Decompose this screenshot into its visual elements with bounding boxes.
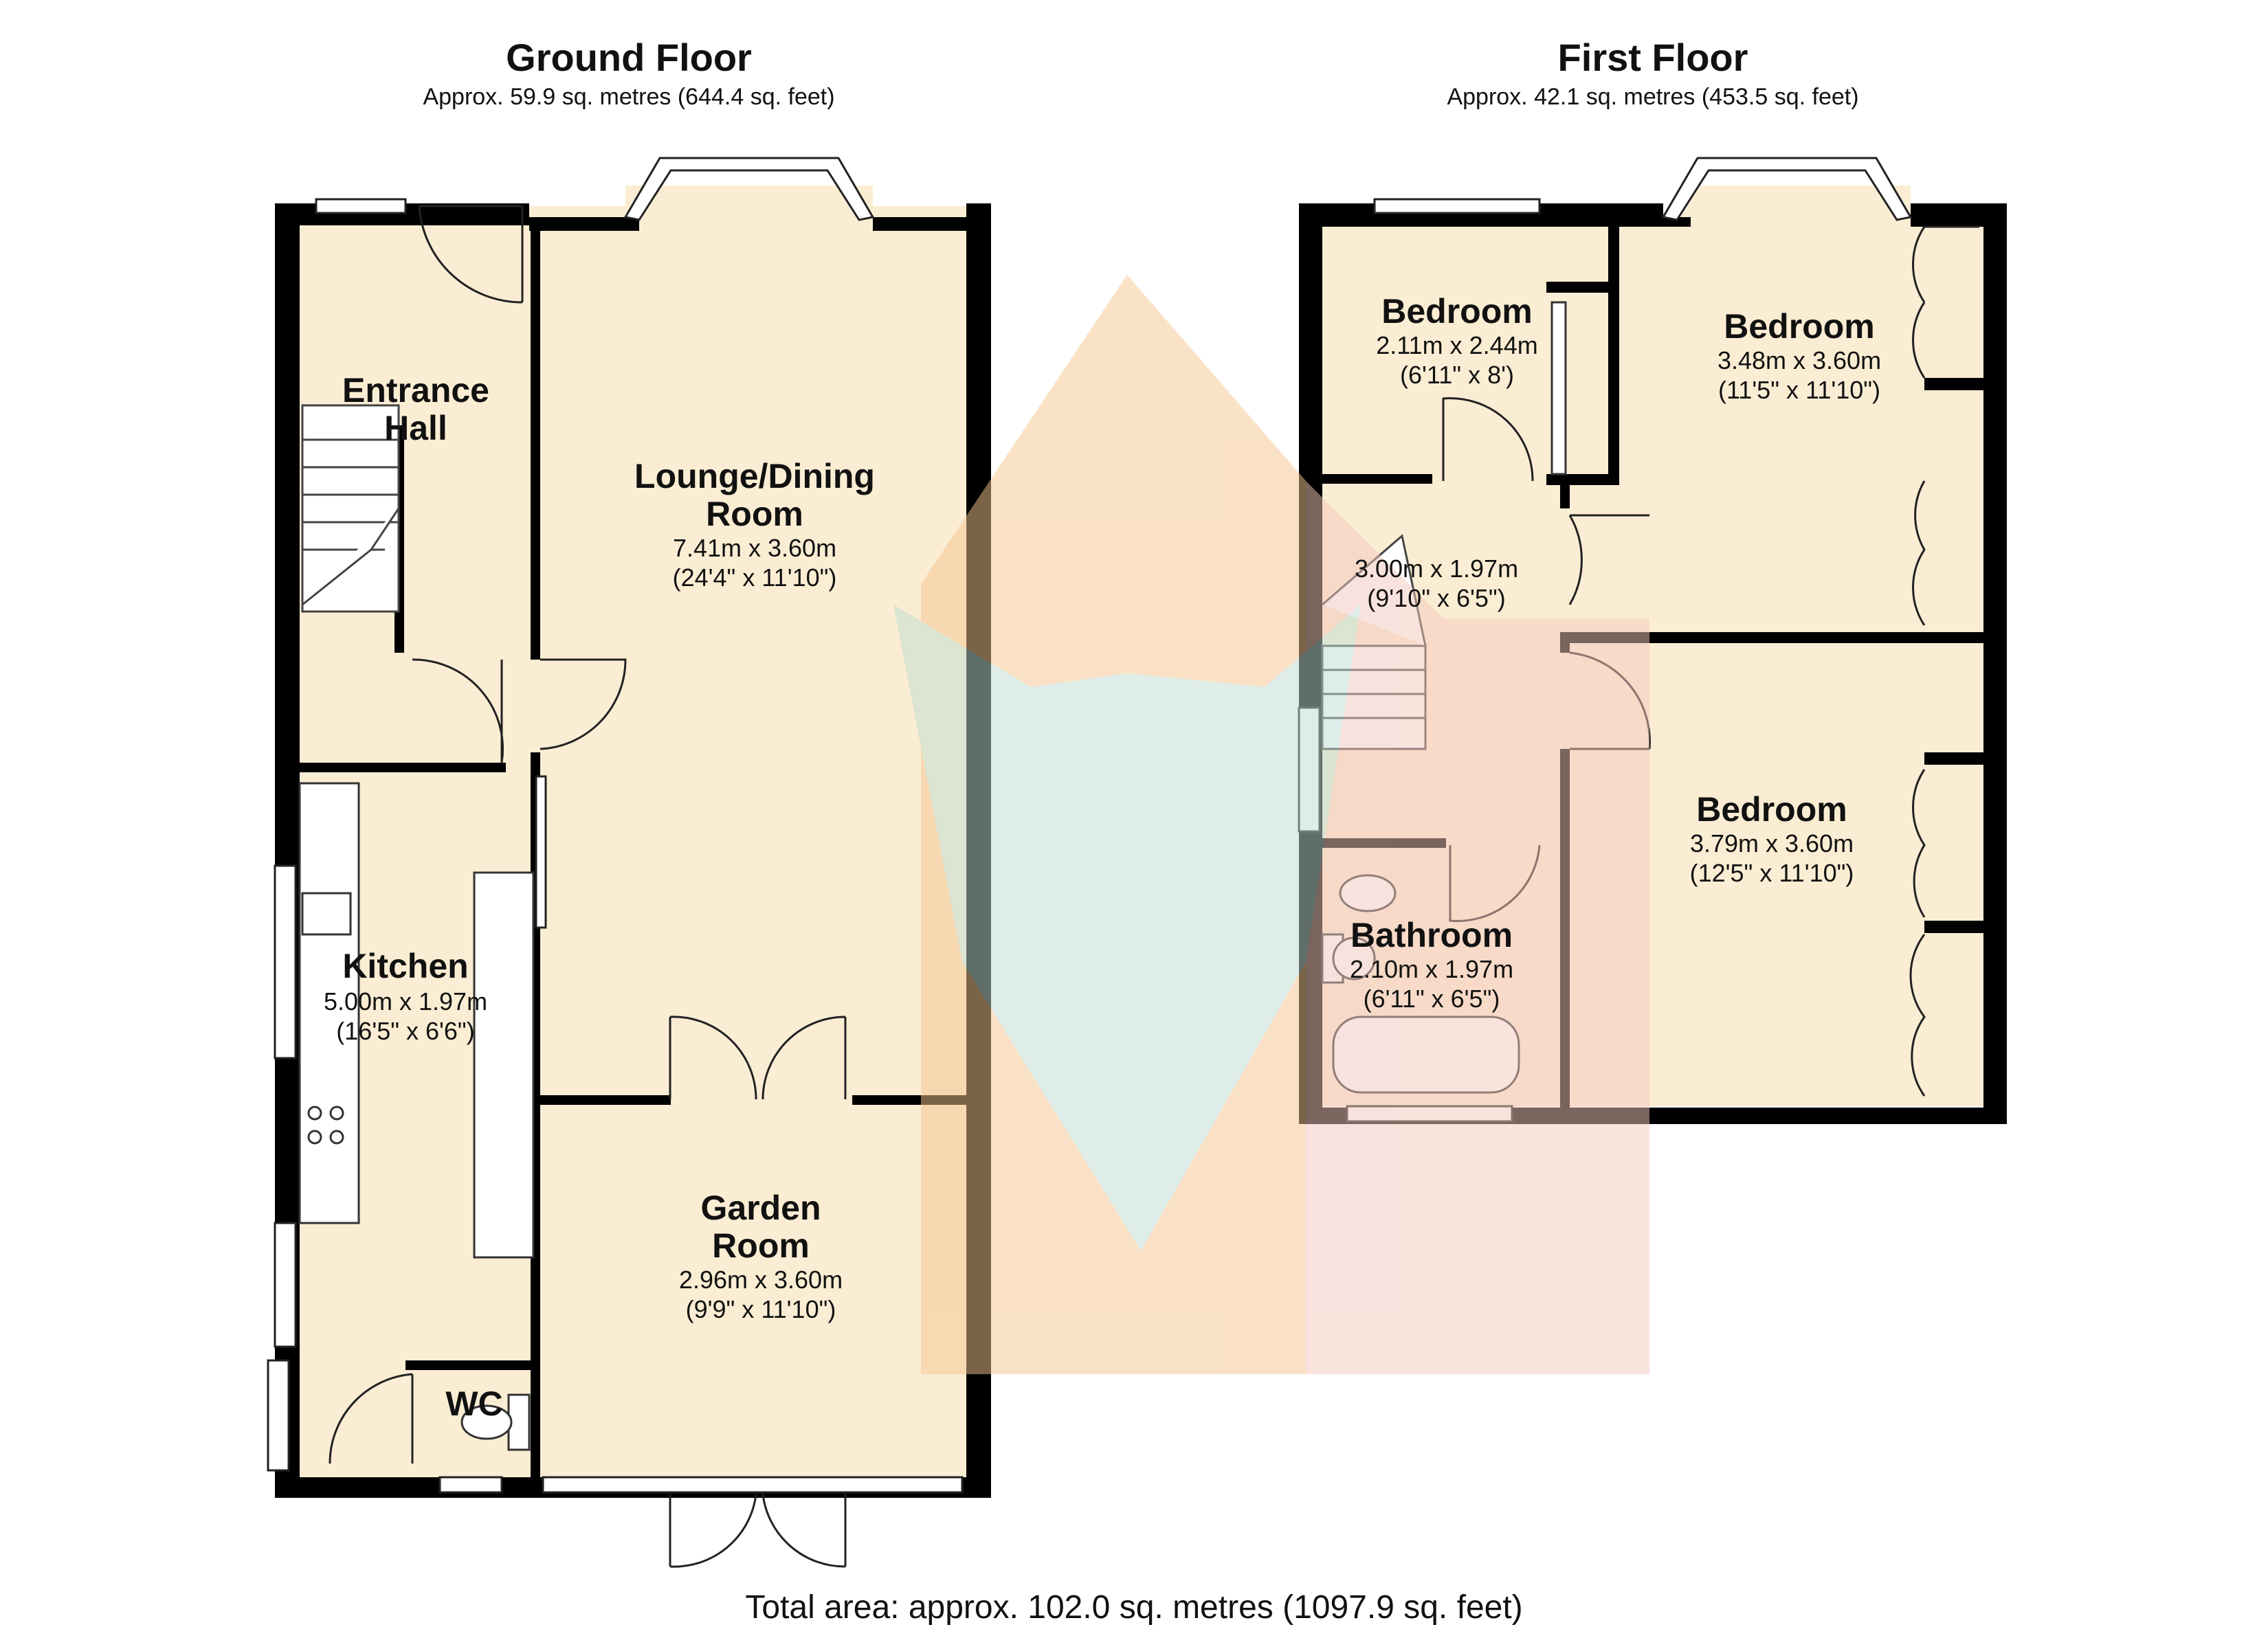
- room-name: Entrance: [342, 371, 489, 410]
- room-dimensions: (11'5" x 11'10"): [1718, 376, 1880, 404]
- first-floor-area-text: Approx. 42.1 sq. metres (453.5 sq. feet): [1447, 84, 1858, 110]
- room-name: Bedroom: [1381, 292, 1532, 330]
- room-dimensions: 5.00m x 1.97m: [324, 987, 487, 1016]
- wall: [1924, 752, 1986, 765]
- bay-window: [1661, 157, 1913, 221]
- room-name: Bedroom: [1696, 790, 1847, 829]
- wall: [405, 1360, 536, 1370]
- room-dimensions: (6'11" x 6'5"): [1364, 985, 1500, 1013]
- ground-floor-title: Ground Floor: [506, 36, 752, 79]
- sink-icon: [301, 892, 352, 936]
- window: [1373, 198, 1541, 214]
- toilet-icon: [460, 1393, 531, 1451]
- ground-floor-area-text: Approx. 59.9 sq. metres (644.4 sq. feet): [423, 84, 834, 110]
- room-name: Room: [712, 1226, 810, 1265]
- doors: [329, 205, 847, 1568]
- staircase: [301, 404, 400, 613]
- wall: [873, 217, 991, 231]
- window: [274, 864, 297, 1059]
- wall: [531, 220, 540, 660]
- room-dimensions: 3.48m x 3.60m: [1717, 346, 1881, 374]
- wall: [1924, 378, 1986, 390]
- wall: [540, 1095, 671, 1105]
- wall: [1560, 481, 1570, 508]
- ground-floor-area: [296, 206, 983, 1491]
- wall: [300, 763, 506, 772]
- wall: [1983, 203, 2007, 1121]
- room-name: Bathroom: [1350, 916, 1513, 954]
- wall: [1546, 282, 1619, 293]
- total-area: Total area: approx. 102.0 sq. metres (10…: [745, 1589, 1522, 1626]
- wall: [529, 217, 639, 231]
- window: [438, 1476, 503, 1494]
- room-name: Lounge/Dining: [634, 457, 875, 495]
- room-dimensions: 2.10m x 1.97m: [1350, 955, 1513, 983]
- ground-floor-plan: [267, 157, 991, 1568]
- hob-icon: [307, 1106, 322, 1121]
- room-dimensions: (24'4" x 11'10"): [673, 563, 837, 592]
- window: [267, 1359, 290, 1472]
- room-dimensions: (9'10" x 6'5"): [1367, 584, 1505, 612]
- window: [542, 1476, 964, 1494]
- window: [274, 1222, 297, 1348]
- window: [315, 198, 407, 214]
- room-dimensions: 3.00m x 1.97m: [1355, 554, 1518, 583]
- room-dimensions: (12'5" x 11'10"): [1690, 859, 1854, 887]
- room-dimensions: (9'9" x 11'10"): [686, 1295, 836, 1323]
- room-name: WC: [445, 1384, 502, 1423]
- bay-window-floor: [625, 186, 873, 227]
- wall: [1546, 474, 1619, 485]
- room-name: Bedroom: [1724, 307, 1874, 346]
- room-dimensions: 3.79m x 3.60m: [1690, 829, 1854, 857]
- window: [535, 775, 547, 929]
- room-name: Hall: [384, 409, 447, 447]
- room-dimensions: 7.41m x 3.60m: [673, 534, 836, 562]
- first-floor-title: First Floor: [1558, 36, 1748, 79]
- room-dimensions: 2.11m x 2.44m: [1376, 331, 1537, 359]
- wall: [1911, 203, 2007, 227]
- kitchen-fittings: [298, 782, 535, 1259]
- wall: [1924, 921, 1986, 933]
- room-dimensions: (6'11" x 8'): [1400, 361, 1514, 389]
- wall: [1560, 632, 1993, 643]
- room-name: Kitchen: [342, 947, 468, 985]
- wall: [1608, 227, 1619, 481]
- watermark-logo: [893, 275, 1649, 1374]
- bay-window-floor: [1684, 186, 1911, 227]
- labels: Ground Floor Approx. 59.9 sq. metres (64…: [324, 36, 1881, 1626]
- room-name: Garden: [700, 1189, 821, 1227]
- wardrobe: [1550, 301, 1567, 475]
- room-dimensions: 2.96m x 3.60m: [679, 1266, 843, 1294]
- wall: [1322, 474, 1432, 484]
- room-name: Room: [706, 495, 803, 533]
- bay-window: [623, 157, 875, 221]
- room-dimensions: (16'5" x 6'6"): [336, 1017, 474, 1045]
